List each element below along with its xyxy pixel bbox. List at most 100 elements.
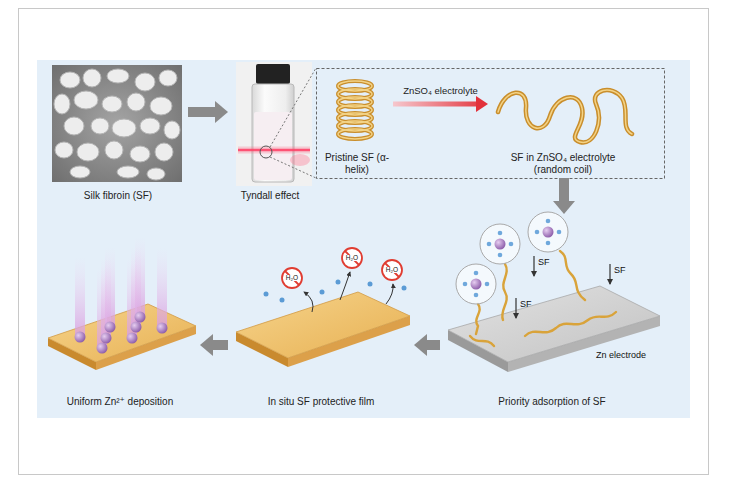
solvation-sheath bbox=[557, 230, 562, 235]
silk-fibroin-photo bbox=[164, 121, 180, 139]
stage-caption: Uniform Zn²⁺ deposition bbox=[67, 396, 173, 408]
arrow-head bbox=[215, 101, 228, 123]
silk-fibroin-photo bbox=[127, 93, 145, 111]
water-blocked-icons bbox=[285, 271, 299, 285]
zn-ions bbox=[105, 322, 116, 333]
part-label: SF bbox=[538, 258, 550, 267]
tyndall-vial-photo bbox=[238, 149, 310, 152]
silk-fibroin-photo bbox=[117, 166, 139, 178]
water-molecules bbox=[386, 284, 393, 304]
solvation-sheath bbox=[528, 212, 568, 252]
solvation-sheath bbox=[456, 264, 496, 304]
tyndall-vial-photo bbox=[290, 154, 310, 166]
zn-ions bbox=[131, 322, 142, 333]
zn-ions bbox=[127, 333, 138, 344]
water-molecules bbox=[264, 292, 269, 297]
silk-fibroin-photo bbox=[74, 91, 98, 109]
silk-fibroin-photo bbox=[147, 168, 165, 180]
tyndall-vial-photo bbox=[236, 62, 312, 186]
process-stage: Pristine SF (α-helix) bbox=[321, 78, 393, 178]
zn-ions bbox=[101, 333, 112, 344]
solvation-sheath bbox=[546, 241, 551, 246]
water-molecules bbox=[402, 286, 407, 291]
silk-fibroin-photo bbox=[55, 142, 73, 158]
solvation-sheath bbox=[474, 271, 479, 276]
silk-fibroin-photo bbox=[60, 72, 80, 88]
solvation-sheath bbox=[480, 224, 520, 264]
silk-fibroin-photo bbox=[155, 143, 173, 161]
figure-frame bbox=[37, 60, 690, 418]
water-blocked-icons bbox=[385, 263, 399, 277]
silk-fibroin-photo bbox=[91, 118, 109, 134]
zn-ions bbox=[97, 343, 108, 354]
part-label: SF bbox=[520, 300, 532, 309]
alpha-helix-drawing bbox=[338, 81, 372, 139]
tyndall-vial-photo bbox=[236, 62, 312, 186]
flow-arrow bbox=[200, 334, 228, 356]
alpha-helix-drawing bbox=[338, 129, 372, 139]
process-stage: Tyndall effect bbox=[228, 60, 312, 204]
solvation-sheath bbox=[485, 282, 490, 287]
silk-fibroin-photo bbox=[150, 97, 172, 115]
process-stage: SF in ZnSO₄ electrolyte (random coil) bbox=[488, 78, 638, 178]
silk-fibroin-photo bbox=[64, 117, 84, 135]
water-molecules bbox=[304, 292, 313, 312]
arrow-shaft bbox=[559, 178, 569, 201]
arrow-shaft bbox=[427, 340, 440, 350]
water-molecules bbox=[368, 282, 373, 287]
silk-fibroin-photo bbox=[54, 69, 180, 180]
water-blocked-icons bbox=[282, 268, 302, 288]
water-blocked-icons bbox=[342, 248, 362, 268]
water-molecules bbox=[320, 290, 325, 295]
solvation-sheath bbox=[495, 239, 506, 250]
arrow-head bbox=[200, 334, 213, 356]
tyndall-vial-photo bbox=[238, 147, 310, 154]
sf-film-slab bbox=[236, 292, 410, 367]
solvation-sheath bbox=[456, 212, 568, 304]
solvation-sheath bbox=[535, 230, 540, 235]
figure-frame bbox=[19, 9, 709, 475]
zn-ions bbox=[135, 312, 146, 323]
solvation-sheath bbox=[463, 219, 562, 298]
process-stage: Uniform Zn²⁺ deposition bbox=[40, 214, 200, 410]
silk-fibroin-photo bbox=[135, 73, 155, 91]
arrow-shaft bbox=[393, 102, 476, 107]
arrow-label: ZnSO₄ electrolyte bbox=[401, 85, 480, 96]
solvation-sheath bbox=[543, 227, 554, 238]
silk-fibroin-photo bbox=[107, 69, 129, 83]
stage-caption: Silk fibroin (SF) bbox=[84, 190, 152, 202]
silk-fibroin-photo bbox=[52, 65, 182, 182]
adsorption-arrows bbox=[609, 264, 610, 284]
adsorption-arrows bbox=[533, 256, 534, 276]
silk-fibroin-photo bbox=[112, 119, 136, 137]
zoom-leader-lines bbox=[270, 157, 316, 178]
alpha-helix-drawing bbox=[338, 81, 372, 139]
tyndall-vial-photo bbox=[252, 84, 294, 182]
deposition-slab bbox=[48, 304, 196, 370]
zn-ions bbox=[75, 332, 86, 343]
silk-fibroin-photo bbox=[54, 94, 70, 114]
part-label: Zn electrode bbox=[596, 351, 646, 360]
part-label: SF bbox=[614, 266, 626, 275]
icon-label: H₂O bbox=[285, 275, 299, 282]
flow-arrow bbox=[188, 101, 228, 123]
silk-fibroin-photo bbox=[70, 166, 90, 178]
solvation-sheath bbox=[509, 242, 514, 247]
flow-arrow bbox=[414, 334, 440, 356]
arrow-head bbox=[414, 334, 427, 356]
solvation-sheath bbox=[498, 231, 503, 236]
flow-arrow bbox=[393, 96, 488, 112]
zn-ions bbox=[157, 323, 168, 334]
zn-flux-pillars bbox=[157, 248, 167, 328]
arrow-shaft bbox=[188, 107, 215, 117]
silk-fibroin-photo bbox=[140, 118, 160, 134]
zoom-leader-lines bbox=[270, 68, 316, 147]
deposition-slab bbox=[48, 304, 196, 362]
sf-chains bbox=[525, 312, 616, 336]
process-stage: In situ SF protective film bbox=[228, 214, 414, 410]
solvation-sheath bbox=[471, 279, 482, 290]
sf-chains bbox=[502, 264, 507, 320]
stage-caption: In situ SF protective film bbox=[268, 396, 375, 408]
